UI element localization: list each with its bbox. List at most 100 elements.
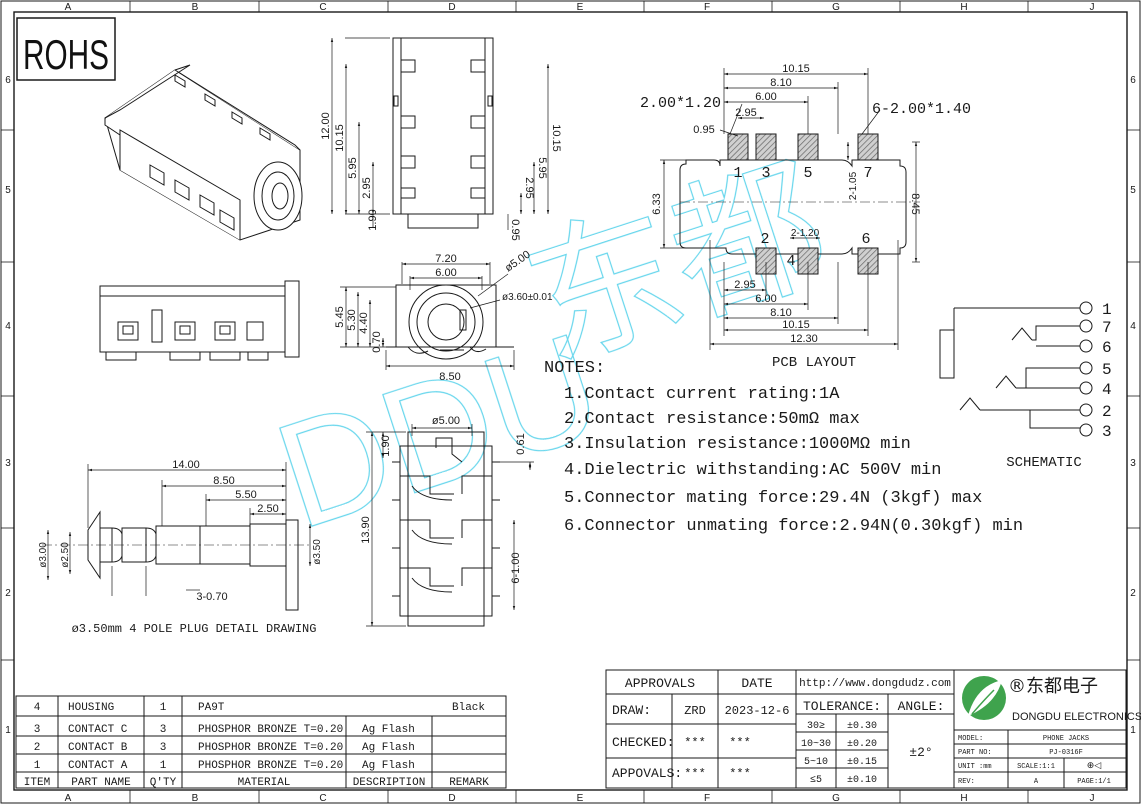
bom-header-cell: ITEM xyxy=(24,777,50,789)
tb-company-cn: ®东都电子 xyxy=(1008,676,1098,697)
pcb-labels: 2.00*1.20 6-2.00*1.40 10.15 8.10 6.00 2.… xyxy=(640,63,971,371)
tb-draw-date: 2023-12-6 xyxy=(725,704,790,718)
front-view-dims: 7.20 6.00 ø5.00 ø3.60±0.01 5.45 5.30 4.4… xyxy=(334,248,553,383)
pcb-dim-6-33: 6.33 xyxy=(651,193,663,214)
tb-tolerance: TOLERANCE: xyxy=(803,699,881,714)
grid-row-label-left: 6 xyxy=(5,75,11,86)
tb-checked-label: CHECKED: xyxy=(612,735,674,750)
tb-rev-value: A xyxy=(1034,778,1039,786)
pcb-dim-10-15: 10.15 xyxy=(782,63,810,75)
dim-12-00: 12.00 xyxy=(320,112,332,140)
side-view xyxy=(99,280,300,361)
schematic-pin-number: 7 xyxy=(1102,319,1112,337)
schematic-pin-number: 4 xyxy=(1102,381,1112,399)
dim-3-0-70: 3-0.70 xyxy=(196,591,227,603)
tb-partno-label: PART NO: xyxy=(958,749,992,757)
plug-caption: ø3.50mm 4 POLE PLUG DETAIL DRAWING xyxy=(72,622,317,636)
dim-5-45: 5.45 xyxy=(334,306,346,327)
title-block xyxy=(605,669,1127,789)
grid-col-label-bottom: J xyxy=(1090,793,1095,804)
dim-10-15-left: 10.15 xyxy=(334,124,346,152)
dim-dia-3-50: ø3.50 xyxy=(312,539,323,565)
tb-date: DATE xyxy=(741,676,772,691)
tb-model-label: MODEL: xyxy=(958,735,983,743)
grid-col-label-top: J xyxy=(1090,2,1095,13)
bom-cell: HOUSING xyxy=(68,702,114,714)
pad-label-right: 6-2.00*1.40 xyxy=(872,101,971,118)
schematic-pin-number: 1 xyxy=(1102,301,1112,319)
dim-1-90-bottom: 1.90 xyxy=(380,435,392,456)
schematic-pin-number: 3 xyxy=(1102,423,1112,441)
bom-cell: Ag Flash xyxy=(362,724,415,736)
pcb-dim-b-12-30: 12.30 xyxy=(790,333,818,345)
pcb-pin-number: 3 xyxy=(761,165,770,182)
bom-cell: 1 xyxy=(160,702,167,714)
bom-cell: 2 xyxy=(34,742,41,754)
grid-col-label-top: H xyxy=(960,2,967,13)
grid-col-label-bottom: F xyxy=(704,793,710,804)
tb-company-en: DONGDU ELECTRONICS xyxy=(1012,711,1141,723)
pcb-dim-2-1-20: 2-1.20 xyxy=(791,228,820,239)
pcb-pad xyxy=(797,133,819,161)
tolerance-range: 10~30 xyxy=(801,739,831,750)
plug-dims: 14.00 8.50 5.50 2.50 ø3.00 ø2.50 ø3.50 3… xyxy=(38,459,323,636)
tolerance-range: 30≥ xyxy=(807,721,825,732)
grid-col-label-bottom: G xyxy=(832,793,840,804)
dim-13-90: 13.90 xyxy=(360,516,372,544)
grid-col-label-top: G xyxy=(832,2,840,13)
grid-row-label-left: 4 xyxy=(5,321,11,332)
note-2: 2.Contact resistance:50mΩ max xyxy=(564,410,860,429)
grid-col-label-bottom: B xyxy=(192,793,199,804)
schematic-pin-number: 6 xyxy=(1102,339,1112,357)
tolerance-value: ±0.30 xyxy=(847,721,877,732)
schematic-pin-terminal xyxy=(1079,339,1093,353)
tolerance-value: ±0.20 xyxy=(847,739,877,750)
dim-2-95-right: 2.95 xyxy=(523,177,535,198)
note-4: 4.Dielectric withstanding:AC 500V min xyxy=(564,461,941,480)
title-block-text: APPROVALS DATE http://www.dongdudz.com D… xyxy=(612,676,1141,786)
schematic-pin-terminal xyxy=(1079,319,1093,333)
pcb-dim-6-00: 6.00 xyxy=(755,91,776,103)
grid-col-label-top: A xyxy=(65,2,72,13)
bom-cell: Ag Flash xyxy=(362,742,415,754)
dim-5-50: 5.50 xyxy=(235,489,256,501)
bom-header-cell: PART NAME xyxy=(71,777,131,789)
dim-0-95-right: 0.95 xyxy=(509,219,521,240)
schematic-pin-number: 2 xyxy=(1102,403,1112,421)
schematic-pin-terminal xyxy=(1079,301,1093,315)
isometric-view xyxy=(104,64,303,241)
grid-row-label-right: 4 xyxy=(1130,321,1136,332)
rohs-text: ROHS xyxy=(23,31,109,78)
bom-cell: CONTACT B xyxy=(68,742,128,754)
dim-14-00: 14.00 xyxy=(172,459,200,471)
pcb-caption: PCB LAYOUT xyxy=(772,355,856,371)
grid-col-label-bottom: C xyxy=(319,793,326,804)
bom-cell: Black xyxy=(452,702,485,714)
bom-cell: 1 xyxy=(34,760,41,772)
dim-5-95-left: 5.95 xyxy=(347,157,359,178)
bottom-view-dims: ø5.00 1.90 13.90 0.61 6-1.00 xyxy=(360,415,527,584)
schematic-pin-terminal xyxy=(1079,403,1093,417)
pcb-dim-b-2-95: 2.95 xyxy=(734,279,755,291)
dim-0-61: 0.61 xyxy=(515,433,527,454)
pcb-pin-number: 2 xyxy=(760,231,769,248)
tb-appovals-name: *** xyxy=(684,767,706,781)
pcb-dim-b-10-15: 10.15 xyxy=(782,319,810,331)
bom-cell: 3 xyxy=(34,724,41,736)
schematic-pin-number: 5 xyxy=(1102,361,1112,379)
dim-2-50: 2.50 xyxy=(257,503,278,515)
pcb-dim-2-1-05: 2-1.05 xyxy=(848,171,859,200)
bom-cell: PHOSPHOR BRONZE T=0.20 xyxy=(198,742,343,754)
dim-dia-2-50: ø2.50 xyxy=(60,542,71,568)
tb-draw-label: DRAW: xyxy=(612,703,651,718)
tb-angle-value: ±2° xyxy=(909,745,932,760)
dim-1-90: 1.90 xyxy=(367,209,379,230)
bottom-view xyxy=(366,424,534,627)
schematic-caption: SCHEMATIC xyxy=(1006,455,1082,471)
bom-cell: PHOSPHOR BRONZE T=0.20 xyxy=(198,724,343,736)
plug-detail xyxy=(42,462,312,611)
tb-rev-label: REV: xyxy=(958,778,975,786)
rohs-logo: ROHS xyxy=(16,17,116,81)
bom-cell: PHOSPHOR BRONZE T=0.20 xyxy=(198,760,343,772)
